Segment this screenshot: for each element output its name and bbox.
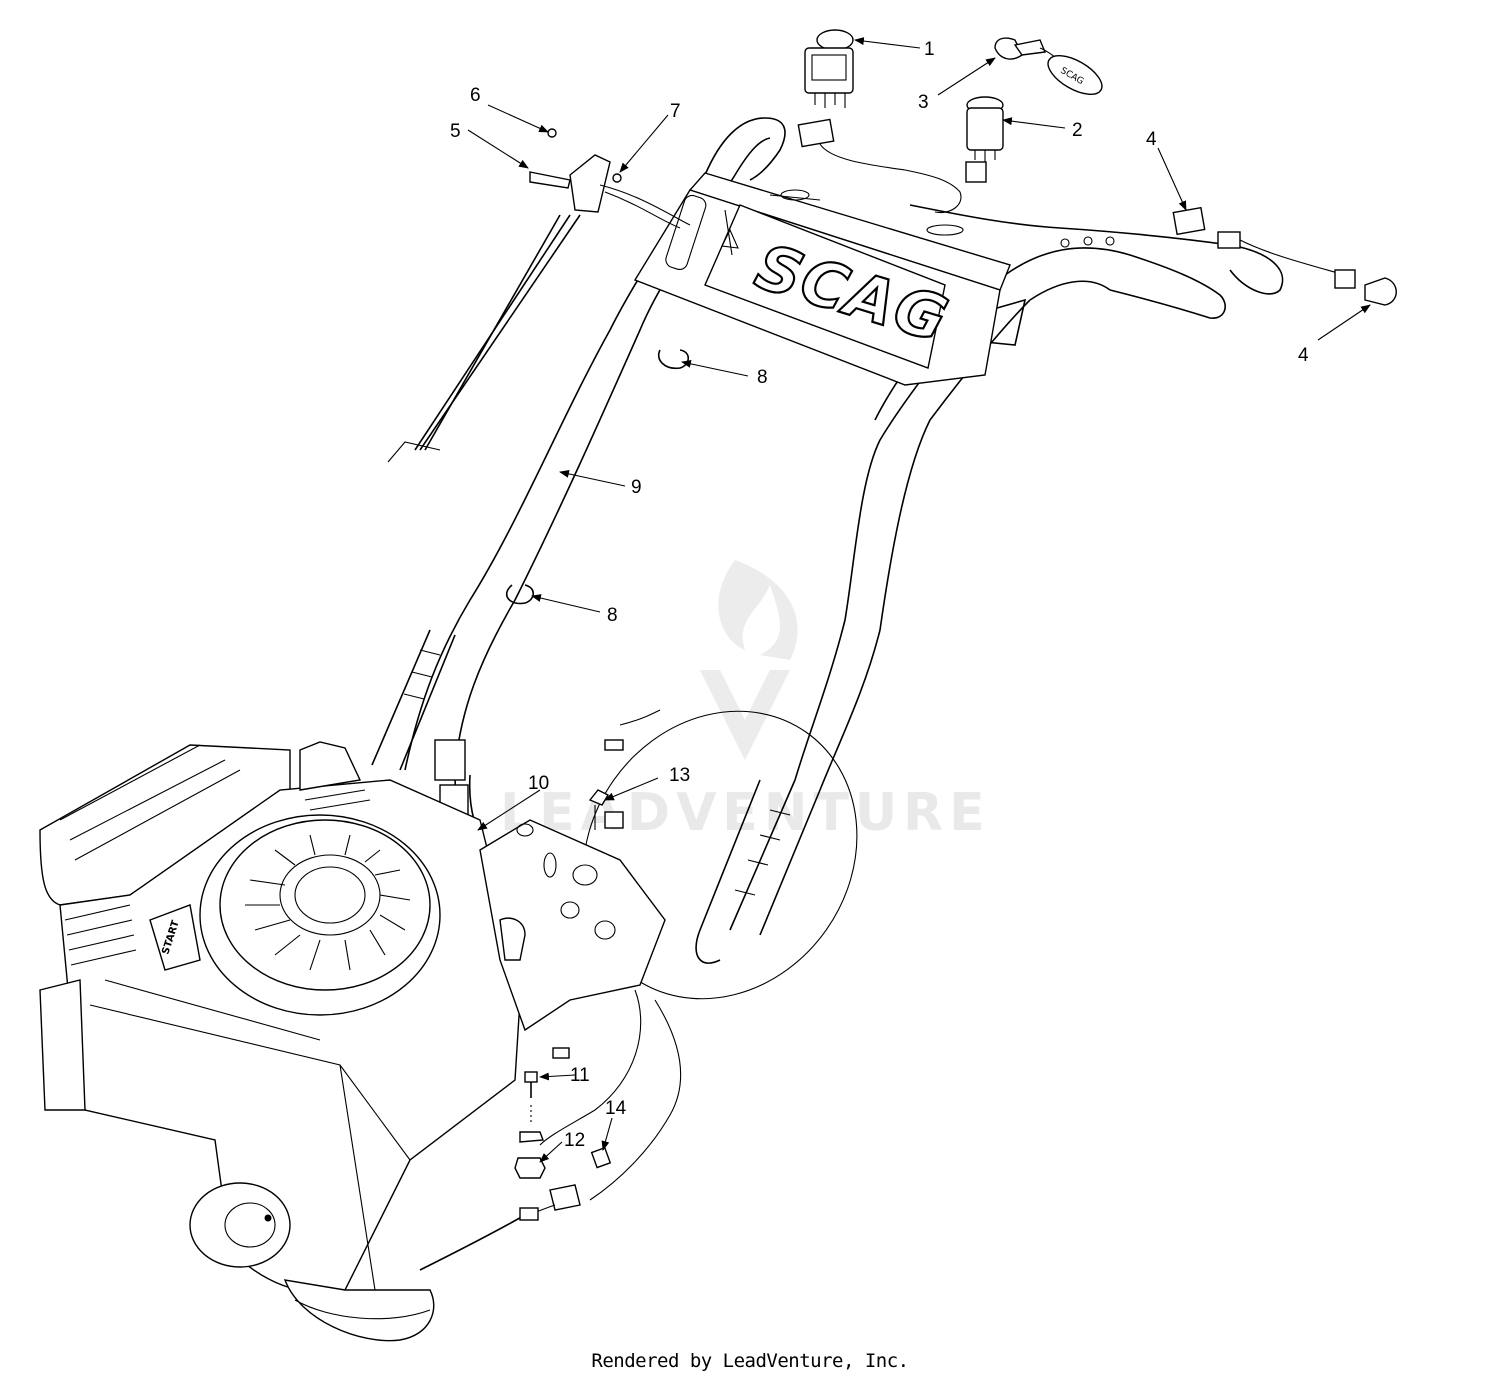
leader-lines (467, 37, 1371, 1163)
watermark-text: LEADVENTURE (500, 783, 991, 843)
ignition-switch (965, 96, 1004, 183)
callout-11: 11 (570, 1065, 590, 1086)
callout-4-top: 4 (1146, 129, 1157, 150)
callout-8-upper: 8 (757, 367, 768, 388)
cable-clips (506, 349, 690, 605)
callout-8-lower: 8 (607, 605, 618, 626)
callout-14: 14 (605, 1098, 627, 1119)
handle-frame: SCAG (371, 117, 1226, 964)
callout-12: 12 (564, 1130, 585, 1151)
watermark: LEADVENTURE (500, 560, 991, 843)
callout-10: 10 (528, 773, 549, 794)
callout-1: 1 (924, 39, 935, 60)
pto-switch (804, 29, 854, 108)
callout-5: 5 (450, 121, 461, 142)
engine: START (39, 741, 666, 1342)
callout-7: 7 (670, 101, 681, 122)
callout-2: 2 (1072, 120, 1083, 141)
callout-9: 9 (631, 477, 642, 498)
throttle-control (387, 128, 691, 463)
callout-numbers: 1 2 3 4 4 5 6 7 8 9 8 10 13 11 14 12 (450, 39, 1309, 1151)
callout-13: 13 (669, 765, 690, 786)
callout-6: 6 (470, 85, 481, 106)
footer-credit: Rendered by LeadVenture, Inc. (591, 1350, 909, 1372)
callout-4-right: 4 (1298, 345, 1309, 366)
switch-assemblies: SCAG (797, 29, 1397, 306)
ignition-key: SCAG (994, 37, 1103, 95)
callout-3: 3 (918, 92, 929, 113)
